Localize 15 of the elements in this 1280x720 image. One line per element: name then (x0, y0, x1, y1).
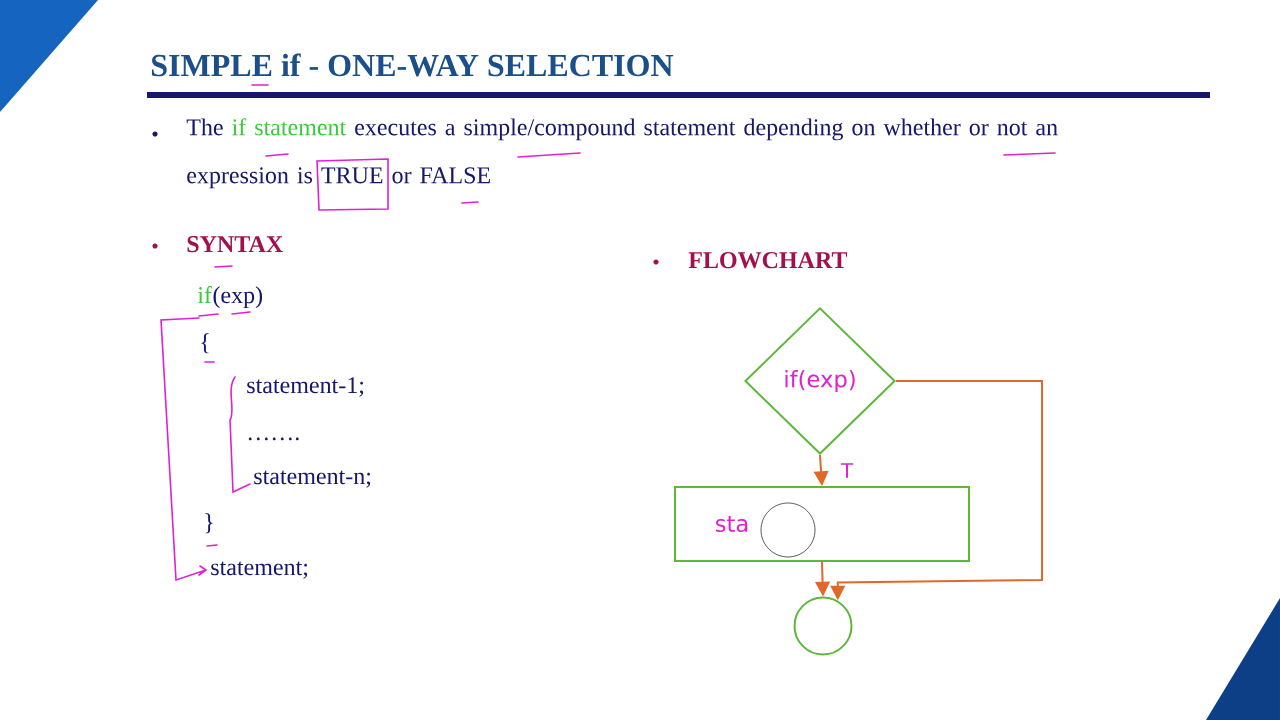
code-text: (exp) (213, 286, 263, 309)
code-text: { (201, 333, 209, 354)
paragraph: The if statement executes a simple/compound statement depending on whether or not an expression is TRUE or FALSE (186, 118, 1058, 189)
edge-label: T (840, 463, 854, 478)
code-text: statement-1; (247, 377, 364, 397)
process-box: sta (674, 486, 970, 562)
section-heading: FLOWCHART (688, 252, 848, 269)
code-text: statement; (211, 561, 308, 579)
section-heading: SYNTAX (187, 236, 283, 253)
slide-title: SIMPLE if - ONE-WAY SELECTION (151, 53, 674, 77)
code-text: } (205, 513, 213, 534)
code-keyword: if (197, 286, 212, 303)
code-text: statement-n; (254, 470, 371, 488)
terminal-circle (793, 596, 853, 656)
code-text: ……. (248, 437, 299, 441)
